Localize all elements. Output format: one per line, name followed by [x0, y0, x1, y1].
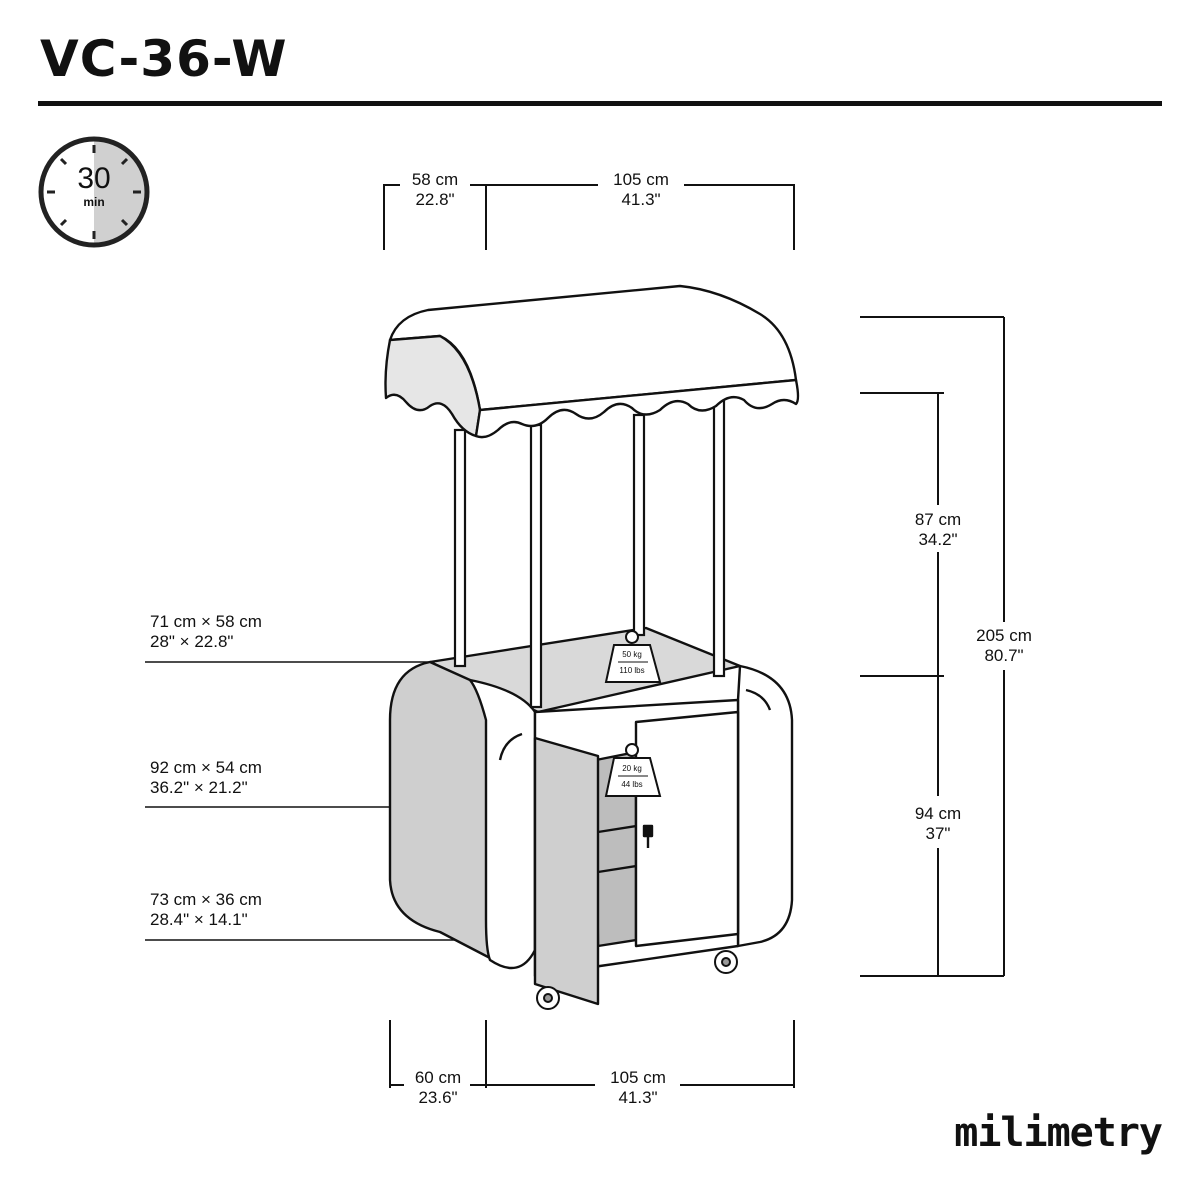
top-width-in: 41.3": [621, 190, 661, 209]
cabinet-height-cm: 94 cm: [914, 804, 962, 823]
timer-value: 30: [77, 162, 111, 195]
wheels: [536, 950, 738, 1010]
total-height-in: 80.7": [984, 646, 1024, 665]
surface-label-bottom: 73 cm × 36 cm 28.4" × 14.1": [150, 890, 262, 930]
weight-tag-top: [604, 630, 662, 683]
bottom-dimension-lines: [389, 1020, 795, 1088]
weight-tag-shelf: [604, 743, 662, 797]
cart-cabinet: [388, 626, 794, 1006]
canopy-height-cm: 87 cm: [914, 510, 962, 529]
top-depth-in: 22.8": [415, 190, 455, 209]
canopy-height-in: 34.2": [918, 530, 958, 549]
timer-unit: min: [83, 195, 105, 209]
surface-shelf-in: 36.2" × 21.2": [150, 778, 248, 797]
bottom-depth-in: 23.6": [418, 1088, 458, 1107]
weight-top-lbs: 110 lbs: [619, 666, 644, 675]
cabinet-height-in: 37": [925, 824, 951, 843]
bottom-width-cm: 105 cm: [610, 1068, 666, 1087]
canopy-height-label: 87 cm 34.2": [898, 510, 978, 550]
total-height-cm: 205 cm: [976, 626, 1032, 645]
top-width-label: 105 cm 41.3": [598, 170, 684, 210]
title-rule: [38, 101, 1162, 106]
bottom-depth-cm: 60 cm: [414, 1068, 462, 1087]
surface-bottom-in: 28.4" × 14.1": [150, 910, 248, 929]
surface-shelf-cm: 92 cm × 54 cm: [150, 758, 262, 777]
surface-top-in: 28" × 22.8": [150, 632, 234, 651]
surface-bottom-cm: 73 cm × 36 cm: [150, 890, 262, 909]
top-width-cm: 105 cm: [613, 170, 669, 189]
weight-shelf-lbs: 44 lbs: [621, 780, 642, 789]
surface-label-top: 71 cm × 58 cm 28" × 22.8": [150, 612, 262, 652]
top-dimension-lines: [383, 184, 795, 250]
top-depth-cm: 58 cm: [411, 170, 459, 189]
total-height-label: 205 cm 80.7": [962, 626, 1046, 666]
right-dimension-lines: [860, 316, 1005, 977]
top-depth-label: 58 cm 22.8": [395, 170, 475, 210]
bottom-width-in: 41.3": [618, 1088, 658, 1107]
surface-label-shelf: 92 cm × 54 cm 36.2" × 21.2": [150, 758, 262, 798]
brand-logo: milimetry: [954, 1110, 1163, 1156]
bottom-width-label: 105 cm 41.3": [595, 1068, 681, 1108]
surface-top-cm: 71 cm × 58 cm: [150, 612, 262, 631]
weight-shelf-kg: 20 kg: [622, 764, 642, 773]
canopy: [384, 284, 800, 439]
bottom-depth-label: 60 cm 23.6": [398, 1068, 478, 1108]
cabinet-height-label: 94 cm 37": [898, 804, 978, 844]
product-title: VC-36-W: [40, 30, 288, 88]
weight-top-kg: 50 kg: [622, 650, 642, 659]
